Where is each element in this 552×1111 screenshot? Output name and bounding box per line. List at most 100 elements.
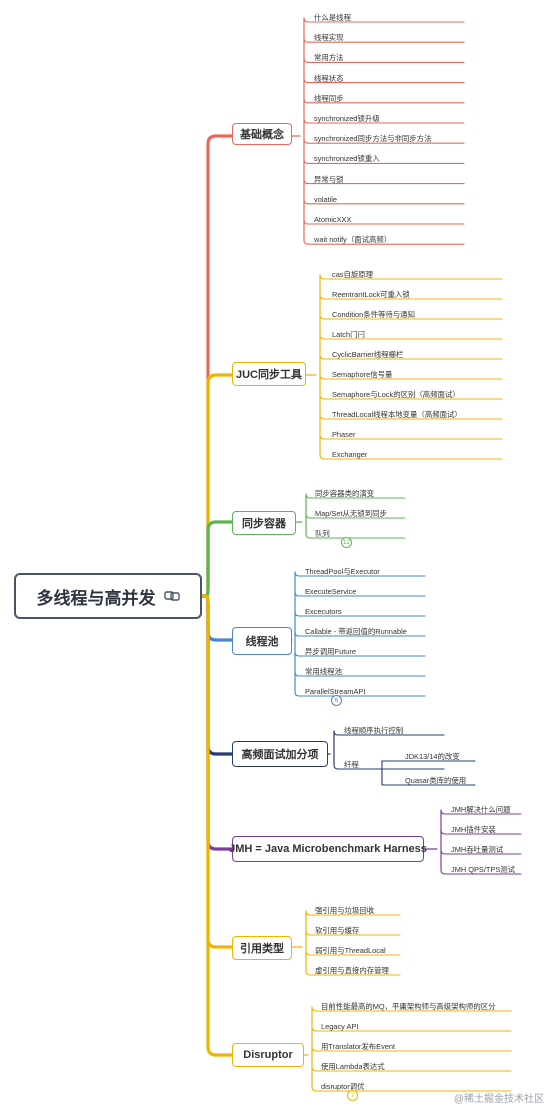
leaf-juc-1[interactable]: ReentrantLock可重入锁 [332,290,410,299]
subleaf-interview-0[interactable]: JDK13/14的改变 [405,752,460,761]
leaf-pool-4[interactable]: 异步调用Future [305,647,356,656]
connector-line [303,17,465,23]
connector-line [319,314,503,320]
branch-containers[interactable]: 同步容器 [232,511,296,535]
branch-juc[interactable]: JUC同步工具 [232,362,306,386]
connector-line [319,374,503,380]
leaf-basic-3[interactable]: 线程状态 [314,73,344,83]
branch-interview[interactable]: 高频面试加分项 [232,741,328,767]
connector-line [305,950,401,956]
leaf-disruptor-1[interactable]: Legacy API [321,1022,359,1031]
leaf-refs-2[interactable]: 弱引用与ThreadLocal [315,946,386,955]
connector-line [333,764,445,770]
leaf-basic-0[interactable]: 什么是线程 [314,13,351,22]
connector-line [294,631,426,637]
leaf-containers-1[interactable]: Map/Set从无锁到同步 [315,509,387,518]
root-node[interactable]: 多线程与高并发 [14,573,202,619]
leaf-basic-5[interactable]: synchronized锁升级 [314,114,380,123]
leaf-juc-8[interactable]: Phaser [332,430,356,439]
leaf-juc-0[interactable]: cas自旋原理 [332,270,374,279]
leaf-juc-7[interactable]: ThreadLocal线程本地变量（高频面试） [332,410,462,419]
collapsed-count-badge[interactable]: 7 [347,1090,358,1101]
connector-line [305,533,406,539]
connector-line [200,594,234,1057]
leaf-basic-6[interactable]: synchronized同步方法与非同步方法 [314,134,432,144]
leaf-refs-1[interactable]: 软引用与缓存 [315,926,360,935]
connector-line [294,611,426,617]
watermark: @稀土掘金技术社区 [453,1094,544,1105]
leaf-jmh-3[interactable]: JMH QPS/TPS测试 [451,865,516,874]
branch-disruptor[interactable]: Disruptor [232,1043,304,1067]
leaf-disruptor-4[interactable]: disruptor调优 [321,1082,365,1091]
connector-line [303,199,465,205]
connector-line [200,520,234,598]
connector-line [305,930,401,936]
leaf-juc-6[interactable]: Semaphore与Lock的区别（高频面试） [332,390,460,399]
connector-line [303,78,465,84]
connector-line [303,37,465,43]
connector-line [319,274,503,280]
leaf-basic-11[interactable]: wait notify（面试高频） [314,235,392,245]
leaf-pool-5[interactable]: 常用线程池 [305,667,342,676]
branch-refs[interactable]: 引用类型 [232,936,292,960]
branch-basic[interactable]: 基础概念 [232,123,292,145]
leaf-juc-2[interactable]: Condition条件等待与通知 [332,310,415,319]
connector-line [319,454,503,460]
connector-line [319,334,503,340]
leaf-basic-10[interactable]: AtomicXXX [314,215,352,224]
leaf-juc-5[interactable]: Semaphore信号量 [332,370,393,379]
connector-line [305,970,401,976]
leaf-basic-7[interactable]: synchronized锁重入 [314,154,380,164]
connector-line [303,219,465,225]
leaf-pool-2[interactable]: Excecutors [305,607,342,616]
connector-line [305,910,401,916]
connector-line [319,414,503,420]
subleaf-interview-1[interactable]: Quasar类库的使用 [405,776,467,785]
connector-line [311,1066,512,1072]
leaf-disruptor-3[interactable]: 使用Lambda表达式 [321,1062,385,1071]
link-icon [163,591,180,601]
connector-line [294,691,426,697]
collapsed-count-badge[interactable]: 6 [331,695,342,706]
leaf-basic-9[interactable]: volatile [314,194,338,204]
branch-pool[interactable]: 线程池 [232,627,292,655]
connector-line [440,869,522,875]
connector-line [303,57,465,63]
connector-line [319,434,503,440]
branch-jmh[interactable]: JMH = Java Microbenchmark Harness [229,836,427,862]
leaf-basic-4[interactable]: 线程同步 [314,93,344,103]
leaf-refs-3[interactable]: 虚引用与直接内存管理 [315,966,389,975]
leaf-containers-0[interactable]: 同步容器类的演变 [315,489,375,498]
connector-line [303,179,465,185]
leaf-interview-1[interactable]: 纤程 [344,760,359,769]
leaf-refs-0[interactable]: 强引用与垃圾回收 [315,906,375,915]
connector-line [303,239,465,245]
root-title: 多线程与高并发 [36,588,156,608]
connector-line [303,98,465,104]
leaf-pool-3[interactable]: Callable - 带返回值的Runnable [305,627,407,636]
connector-line [319,354,503,360]
leaf-jmh-2[interactable]: JMH吞吐量测试 [451,845,504,854]
connector-line [303,118,465,124]
collapsed-count-badge[interactable]: 12 [341,537,352,548]
leaf-pool-0[interactable]: ThreadPool与Executor [305,567,380,576]
leaf-containers-2[interactable]: 队列 [315,529,330,538]
leaf-basic-8[interactable]: 异常与锁 [314,174,344,184]
leaf-disruptor-0[interactable]: 目前性能最高的MQ，平庸架构师与高级架构师的区分 [321,1002,496,1011]
leaf-interview-0[interactable]: 线程顺序执行控制 [344,726,404,735]
connector-line [303,138,465,144]
connector-line [319,394,503,400]
connector-line [305,513,406,519]
leaf-basic-1[interactable]: 线程实现 [314,33,344,43]
connector-line [294,591,426,597]
leaf-pool-1[interactable]: ExecuteService [305,587,357,596]
leaf-juc-4[interactable]: CyclicBarrier线程栅栏 [332,350,404,359]
leaf-disruptor-2[interactable]: 用Translator发布Event [321,1042,396,1051]
connector-line [440,829,522,835]
leaf-basic-2[interactable]: 常用方法 [314,53,344,63]
leaf-juc-3[interactable]: Latch门闩 [332,330,365,339]
leaf-juc-9[interactable]: Exchanger [332,450,368,459]
leaf-pool-6[interactable]: ParallelStreamAPI [305,687,366,696]
leaf-jmh-0[interactable]: JMH解决什么问题 [451,805,511,814]
leaf-jmh-1[interactable]: JMH插件安装 [451,825,496,834]
